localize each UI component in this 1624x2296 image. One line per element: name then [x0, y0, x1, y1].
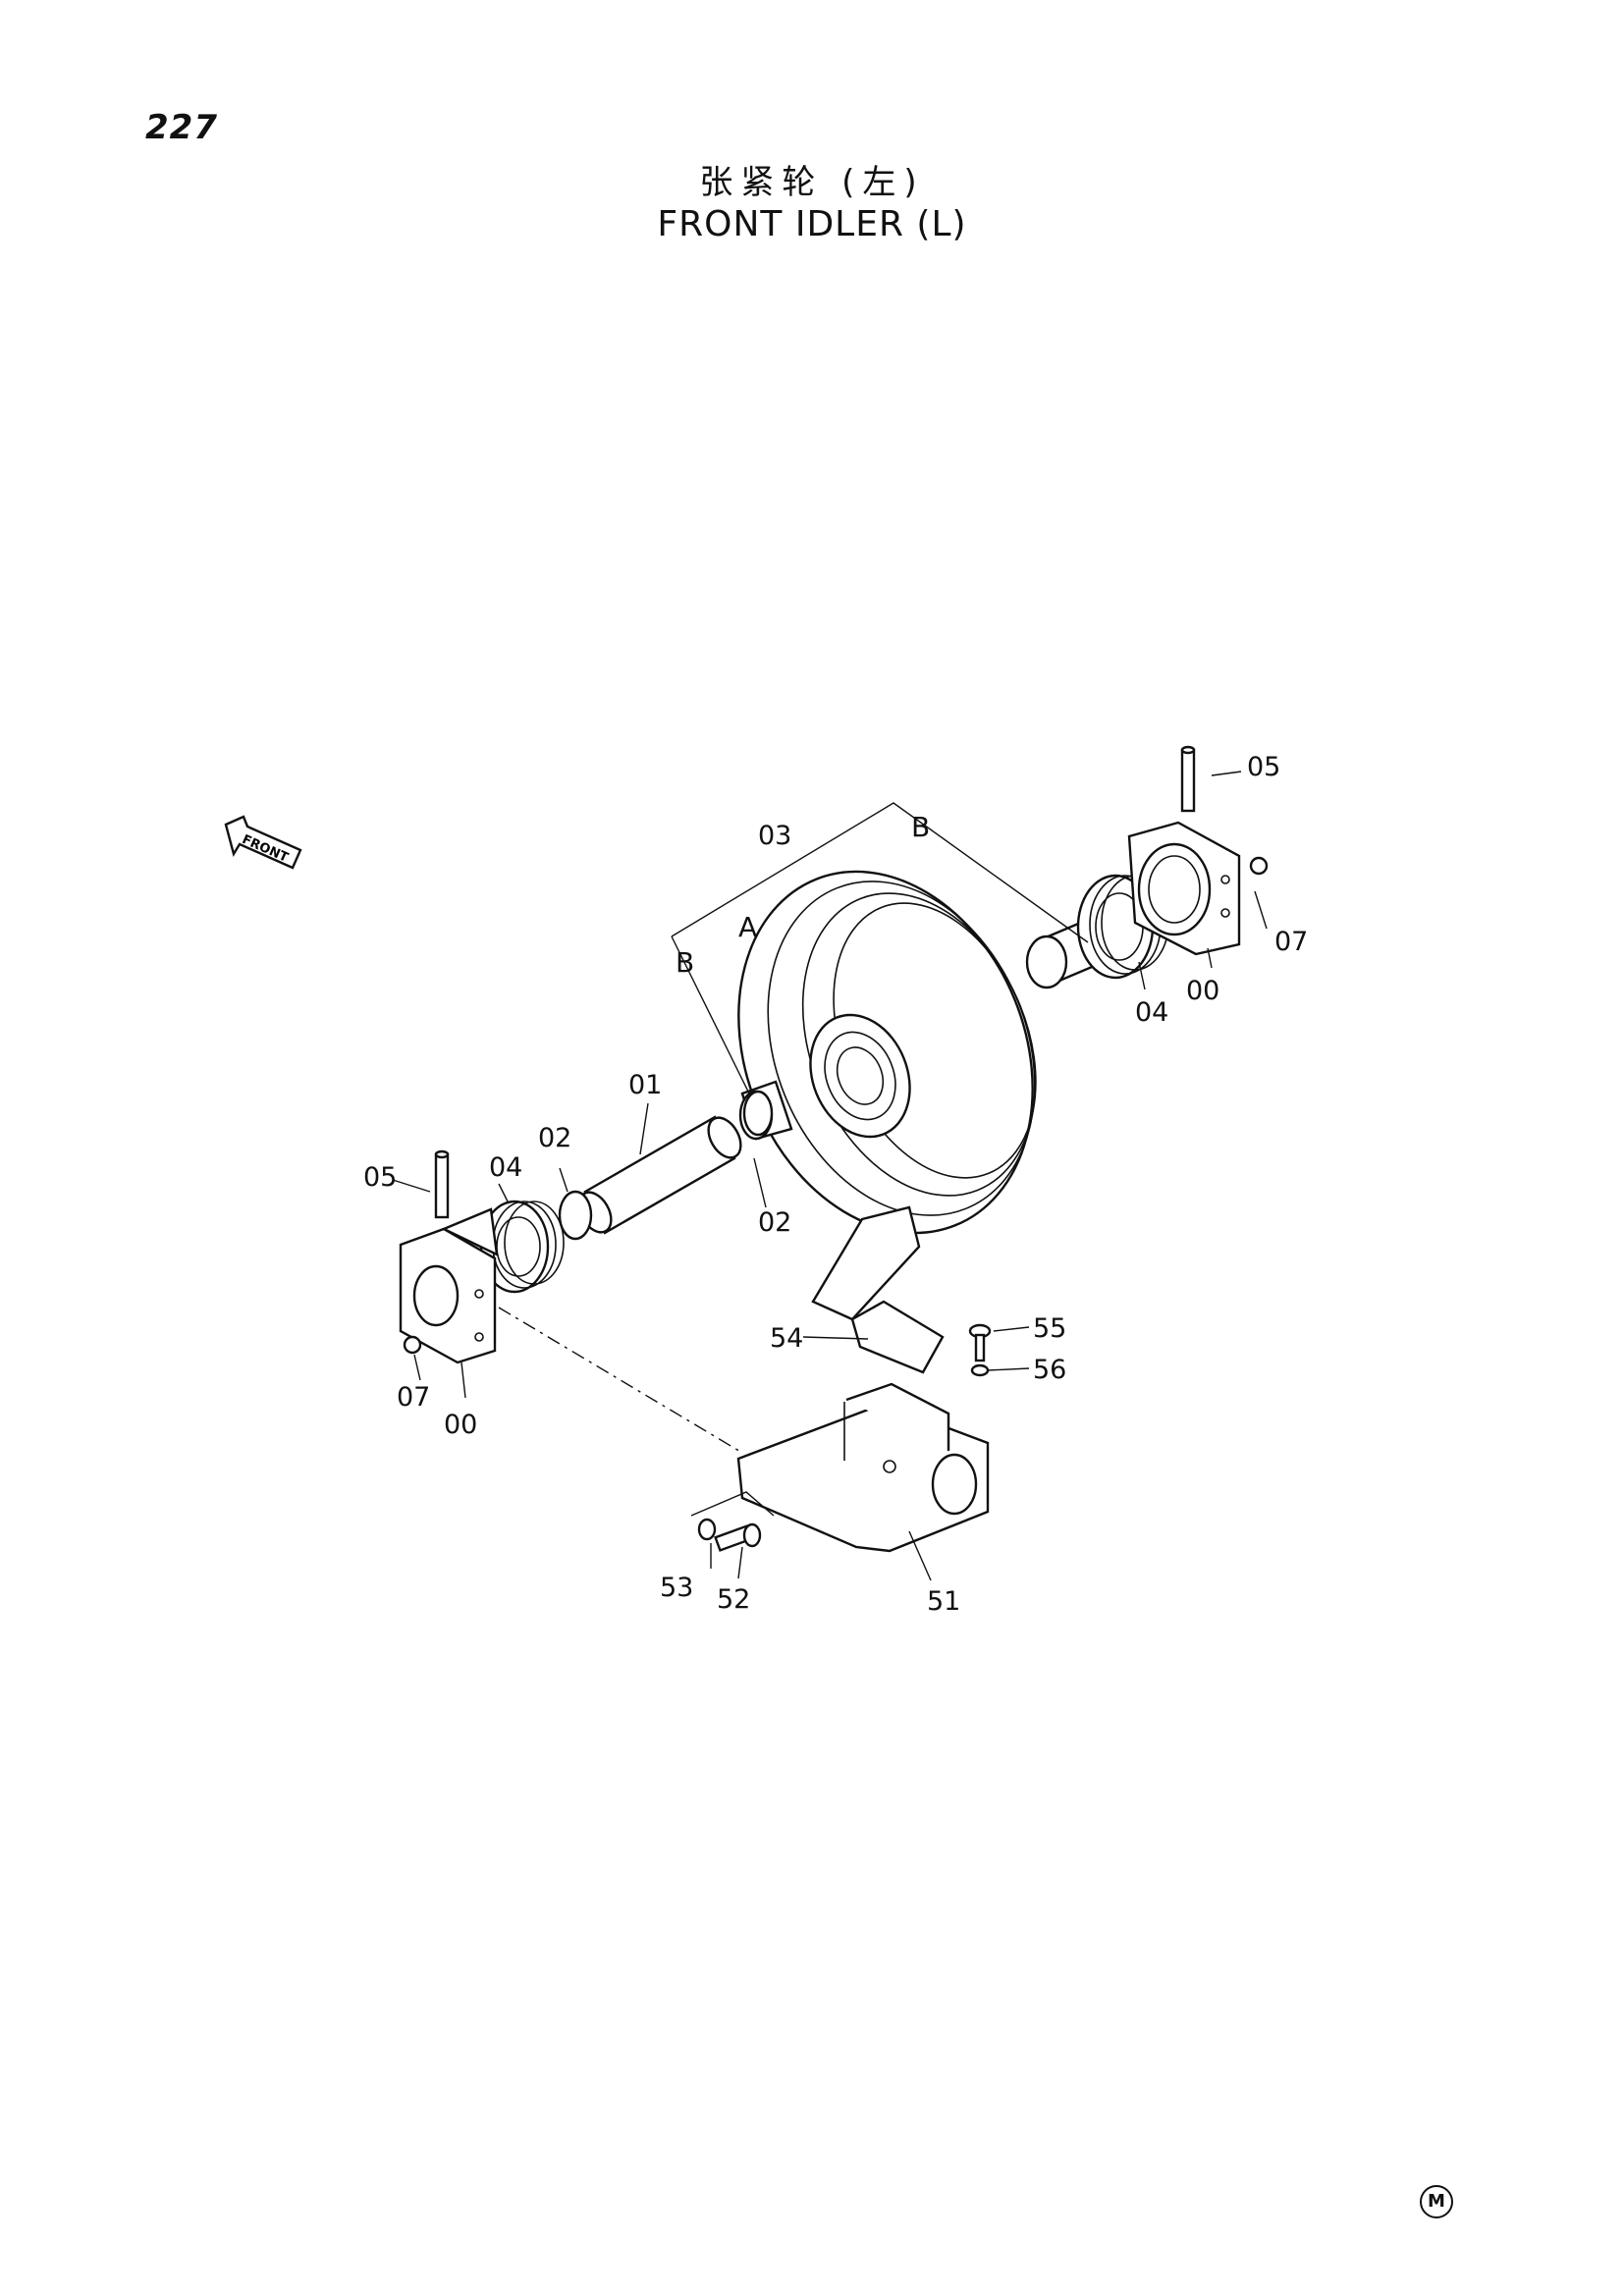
- callout-01: 01: [628, 1070, 662, 1100]
- plug-right: [1249, 856, 1269, 876]
- pin-left: [434, 1149, 450, 1219]
- idler-shaft: [577, 1115, 742, 1235]
- callout-04-left: 04: [489, 1152, 522, 1183]
- corner-m-mark: M: [1420, 2185, 1453, 2218]
- seal-ring-upper: [558, 1190, 593, 1241]
- callout-05-left: 05: [363, 1162, 397, 1193]
- support-bracket-left: [399, 1207, 499, 1364]
- assembly-leader-lines: [392, 771, 1268, 1581]
- callout-53: 53: [660, 1573, 693, 1603]
- front-direction-arrow: FRONT: [224, 815, 302, 870]
- idler-yoke: [736, 1382, 990, 1553]
- detail-letter-b-left: B: [676, 946, 694, 979]
- bolt-52: [714, 1522, 762, 1552]
- callout-07-right: 07: [1274, 927, 1308, 957]
- washer-53: [697, 1518, 717, 1541]
- page-number: 227: [145, 108, 218, 147]
- callout-02-upper: 02: [538, 1123, 571, 1153]
- callout-54: 54: [770, 1323, 803, 1354]
- plug-left: [403, 1335, 422, 1355]
- title-english: FRONT IDLER (L): [657, 204, 967, 244]
- callout-56: 56: [1033, 1355, 1066, 1385]
- title-chinese: 张紧轮 (左): [699, 163, 925, 202]
- support-bracket-right: [1127, 821, 1241, 956]
- seal-ring-lower: [742, 1090, 774, 1137]
- callout-03: 03: [758, 821, 791, 851]
- callout-05-right: 05: [1247, 752, 1280, 782]
- detail-letter-b-upper: B: [911, 811, 930, 843]
- detail-letter-a: A: [738, 911, 757, 943]
- bolt-55: [968, 1323, 992, 1362]
- callout-55: 55: [1033, 1313, 1066, 1344]
- callout-52: 52: [717, 1584, 750, 1615]
- pin-right: [1180, 745, 1196, 813]
- callout-00-left: 00: [444, 1410, 477, 1440]
- callout-04-right: 04: [1135, 997, 1168, 1028]
- callout-51: 51: [927, 1586, 960, 1617]
- washer-56: [970, 1363, 990, 1377]
- idler-wheel: [737, 870, 1037, 1235]
- callout-07-left: 07: [397, 1382, 430, 1413]
- cover-plate: [811, 1205, 945, 1374]
- callout-00-right: 00: [1186, 976, 1219, 1006]
- callout-02-lower: 02: [758, 1207, 791, 1238]
